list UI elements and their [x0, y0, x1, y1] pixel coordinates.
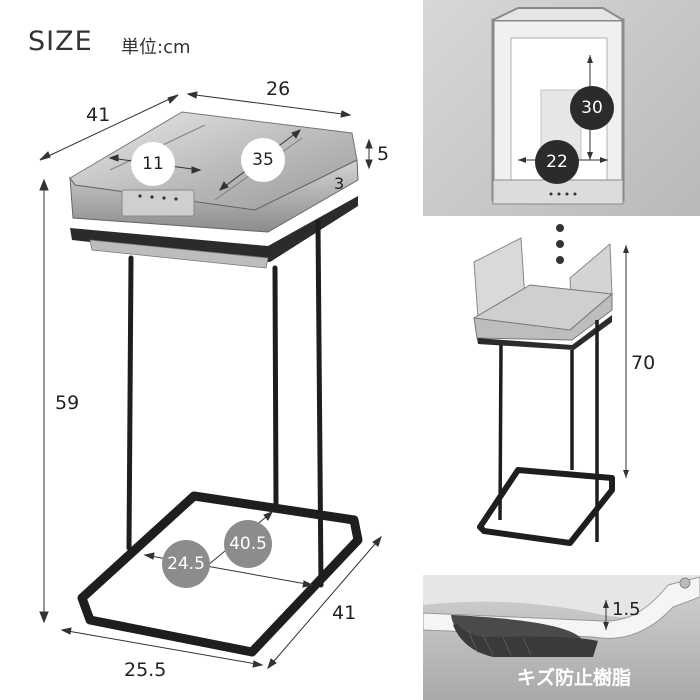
dim-top-depth: 41: [86, 104, 111, 126]
detail-photo: 1.5 キズ防止樹脂: [423, 575, 700, 700]
dim-top-width: 26: [266, 78, 291, 100]
detail-caption: キズ防止樹脂: [517, 667, 632, 689]
base-width-inner-badge: 24.5: [162, 540, 210, 588]
lid-opening-small-badge: 11: [131, 142, 175, 186]
size-title: SIZE: [28, 26, 93, 57]
dim-lid-edge: 3: [334, 174, 345, 193]
interior-photo: 30 22: [423, 0, 700, 216]
interior-width-badge: 22: [535, 140, 579, 184]
sequence-dots: [555, 222, 565, 272]
dimension-lines: [39, 91, 382, 670]
dim-total-height: 59: [55, 392, 80, 414]
dim-lid-height: 5: [377, 143, 390, 165]
lid-opening-large-badge: 35: [241, 138, 285, 182]
pad-thickness-label: 1.5: [612, 599, 641, 620]
open-height-label: 70: [631, 352, 656, 374]
interior-height-badge: 30: [570, 86, 614, 130]
base-depth-inner-badge: 40.5: [224, 520, 272, 568]
unit-label: 単位:cm: [121, 37, 191, 58]
bin-base-frame: [77, 491, 363, 657]
dim-base-depth: 41: [332, 602, 357, 624]
dim-base-width: 25.5: [124, 659, 167, 681]
bin-lid: [69, 111, 359, 269]
bin-frame-legs: [126, 219, 324, 588]
